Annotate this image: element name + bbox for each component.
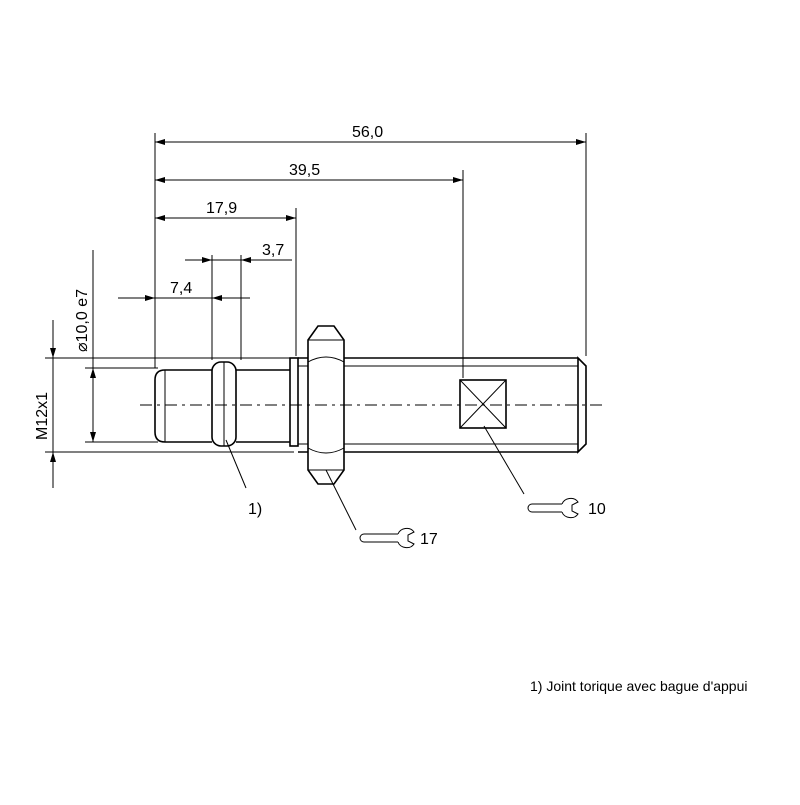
open-end-wrench-icon — [359, 527, 415, 549]
dim-total-length: 56,0 — [352, 124, 383, 141]
dim-diameter: ⌀10,0 e7 — [74, 289, 91, 352]
flat-wrench-leader — [483, 425, 525, 495]
collar — [289, 357, 299, 447]
footnote: 1) Joint torique avec bague d'appui — [530, 678, 748, 694]
dimension-labels: 56,0 39,5 17,9 3,7 7,4 ⌀10,0 e7 M12x1 — [34, 124, 383, 440]
sensor-tip — [154, 369, 212, 443]
open-end-wrench-icon — [527, 497, 579, 519]
dim-length-to-flat: 39,5 — [289, 162, 320, 179]
flat-marking — [459, 379, 507, 429]
dim-groove-position: 7,4 — [170, 280, 192, 297]
dim-collar-width: 3,7 — [262, 242, 284, 259]
o-ring-leader — [225, 439, 247, 489]
nut-wrench-size: 17 — [420, 531, 438, 548]
dimension-lines — [50, 139, 586, 488]
dim-thread-length: 17,9 — [206, 200, 237, 217]
dim-thread: M12x1 — [34, 392, 51, 440]
nut-wrench-leader — [325, 469, 357, 531]
o-ring-reference: 1) — [248, 501, 262, 518]
flat-wrench-size: 10 — [588, 501, 606, 518]
callouts: 1) 17 10 — [225, 425, 606, 549]
extension-lines — [45, 133, 587, 453]
